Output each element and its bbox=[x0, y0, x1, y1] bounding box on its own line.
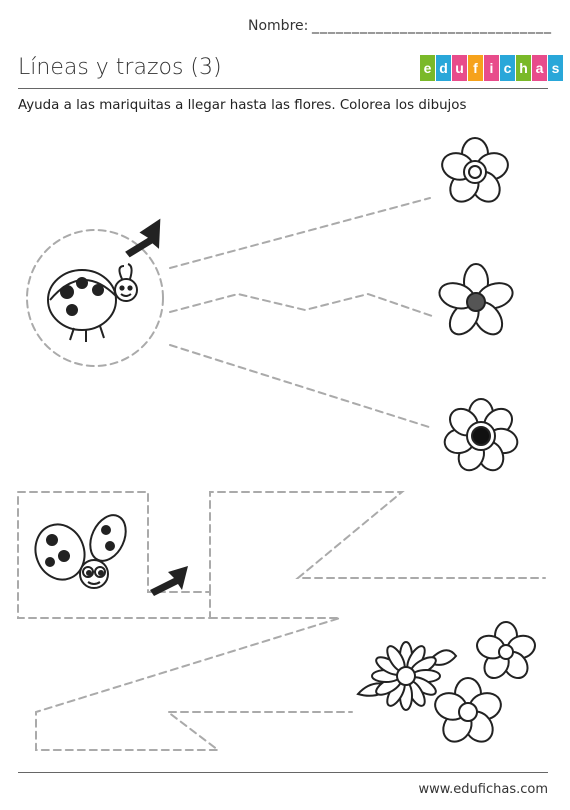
logo-letter: a bbox=[532, 55, 547, 81]
name-line[interactable]: ______________________________ bbox=[312, 18, 552, 34]
flower-bouquet-icon bbox=[356, 621, 536, 743]
logo-letter: c bbox=[500, 55, 515, 81]
trace-path-3 bbox=[169, 344, 433, 429]
logo-letter: f bbox=[468, 55, 483, 81]
trace-path-2 bbox=[169, 292, 433, 317]
flower-icon-1 bbox=[441, 137, 509, 203]
title-divider bbox=[18, 88, 548, 89]
trace-path-5 bbox=[35, 617, 353, 751]
footer-url[interactable]: www.edufichas.com bbox=[418, 782, 548, 797]
arrow-icon-1 bbox=[125, 218, 161, 258]
ladybug-icon-2 bbox=[34, 514, 127, 589]
ladybug-dashed-circle bbox=[26, 229, 164, 367]
logo-letter: d bbox=[436, 55, 451, 81]
logo-letter: u bbox=[452, 55, 467, 81]
name-label: Nombre: bbox=[248, 18, 309, 34]
worksheet-title: Líneas y trazos (3) bbox=[18, 55, 222, 80]
trace-path-4 bbox=[209, 491, 546, 593]
instructions-text: Ayuda a las mariquitas a llegar hasta la… bbox=[18, 98, 467, 113]
logo-letter: i bbox=[484, 55, 499, 81]
logo-letter: h bbox=[516, 55, 531, 81]
ladybug-icon-1 bbox=[47, 263, 138, 342]
arrow-icon-2 bbox=[150, 566, 188, 596]
trace-path-1 bbox=[169, 197, 431, 269]
logo-letter: s bbox=[548, 55, 563, 81]
footer-divider bbox=[18, 772, 548, 773]
logo-letter: e bbox=[420, 55, 435, 81]
flower-icon-3 bbox=[443, 398, 519, 472]
flower-icon-2 bbox=[438, 263, 514, 336]
